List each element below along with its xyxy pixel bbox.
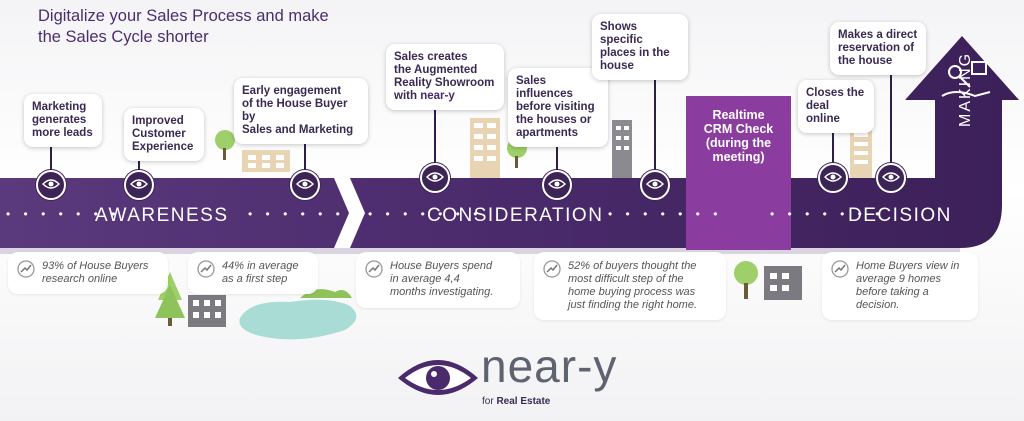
note-research-online: 93% of House Buyers research online <box>8 252 168 294</box>
growth-icon-4 <box>543 260 561 278</box>
stem-showroom <box>434 104 436 178</box>
node-eye-7 <box>818 163 848 193</box>
headline-line-1: Digitalize your Sales Process and make <box>38 7 329 25</box>
callout-early: Early engagement of the House Buyer by S… <box>234 78 368 144</box>
note-view-homes: Home Buyers view in average 9 homes befo… <box>822 252 978 320</box>
node-eye-6 <box>640 170 670 200</box>
callout-places: Shows specific places in the house <box>592 14 688 80</box>
tall-building-icon <box>470 118 500 178</box>
note-first-step: 44% in average as a first step <box>188 252 318 294</box>
stem-marketing <box>50 140 52 178</box>
headline-line-2: the Sales Cycle shorter <box>38 28 209 46</box>
tree-round-icon-3 <box>734 261 758 299</box>
crm-check-label: Realtime CRM Check (during the meeting) <box>703 108 774 164</box>
logo-wordmark: near-y <box>481 340 618 392</box>
stage-decision: DECISION <box>848 205 952 226</box>
dots-right: • • • • • • • <box>608 207 723 221</box>
logo-subtitle: for Real Estate <box>482 396 551 407</box>
crm-box <box>686 96 791 250</box>
low-building-icon <box>242 150 290 172</box>
stage-consideration: CONSIDERATION <box>427 205 604 226</box>
stage-making: MAKING <box>957 51 974 127</box>
headline: Digitalize your Sales Process and make t… <box>38 6 418 48</box>
callout-reservation: Makes a direct reservation of the house <box>830 22 926 75</box>
growth-icon-3 <box>365 260 383 278</box>
building-icon <box>188 295 226 327</box>
node-eye-4 <box>420 163 450 193</box>
tree-round-icon <box>215 130 235 160</box>
note-finding-home: 52% of buyers thought the most difficult… <box>534 252 726 320</box>
stage-awareness: AWARENESS <box>95 205 229 226</box>
decision-building-icon <box>850 128 872 178</box>
dots-decision: • • • • • • • <box>770 207 885 221</box>
tree-conifer-icon <box>155 272 185 326</box>
node-eye-2 <box>124 170 154 200</box>
stem-reservation <box>890 66 892 178</box>
stem-experience <box>138 152 140 178</box>
growth-icon <box>17 260 35 278</box>
dots-mid: • • • • • • • <box>248 207 363 221</box>
stem-places <box>654 60 656 178</box>
callout-influences: Sales influences before visiting the hou… <box>508 68 608 147</box>
node-eye-5 <box>542 170 572 200</box>
callout-closes: Closes the deal online <box>798 80 874 133</box>
callout-marketing: Marketing generates more leads <box>24 94 102 147</box>
grey-tower-icon <box>612 120 632 178</box>
dots-mid-2: • • • • • • • <box>368 207 483 221</box>
stem-influences <box>556 128 558 178</box>
showroom-brand: near-y <box>420 90 455 102</box>
stem-early <box>304 128 306 178</box>
growth-icon-2 <box>197 260 215 278</box>
pond-icon <box>239 289 357 340</box>
node-eye-1 <box>36 170 66 200</box>
dots-left: • • • • • • • <box>6 207 121 221</box>
callout-experience: Improved Customer Experience <box>124 108 204 161</box>
chevron-1 <box>334 178 365 248</box>
callout-showroom: Sales creates the Augmented Reality Show… <box>386 44 504 110</box>
house-grey-icon <box>764 266 802 300</box>
stem-closes <box>832 112 834 178</box>
node-eye-8 <box>876 163 906 193</box>
band-shadow <box>0 248 960 254</box>
logo-eye-icon <box>398 360 478 395</box>
note-months-investigating: House Buyers spend in average 4,4 months… <box>356 252 520 308</box>
growth-icon-5 <box>831 260 849 278</box>
key-hand-icon <box>941 61 991 98</box>
node-eye-3 <box>290 170 320 200</box>
